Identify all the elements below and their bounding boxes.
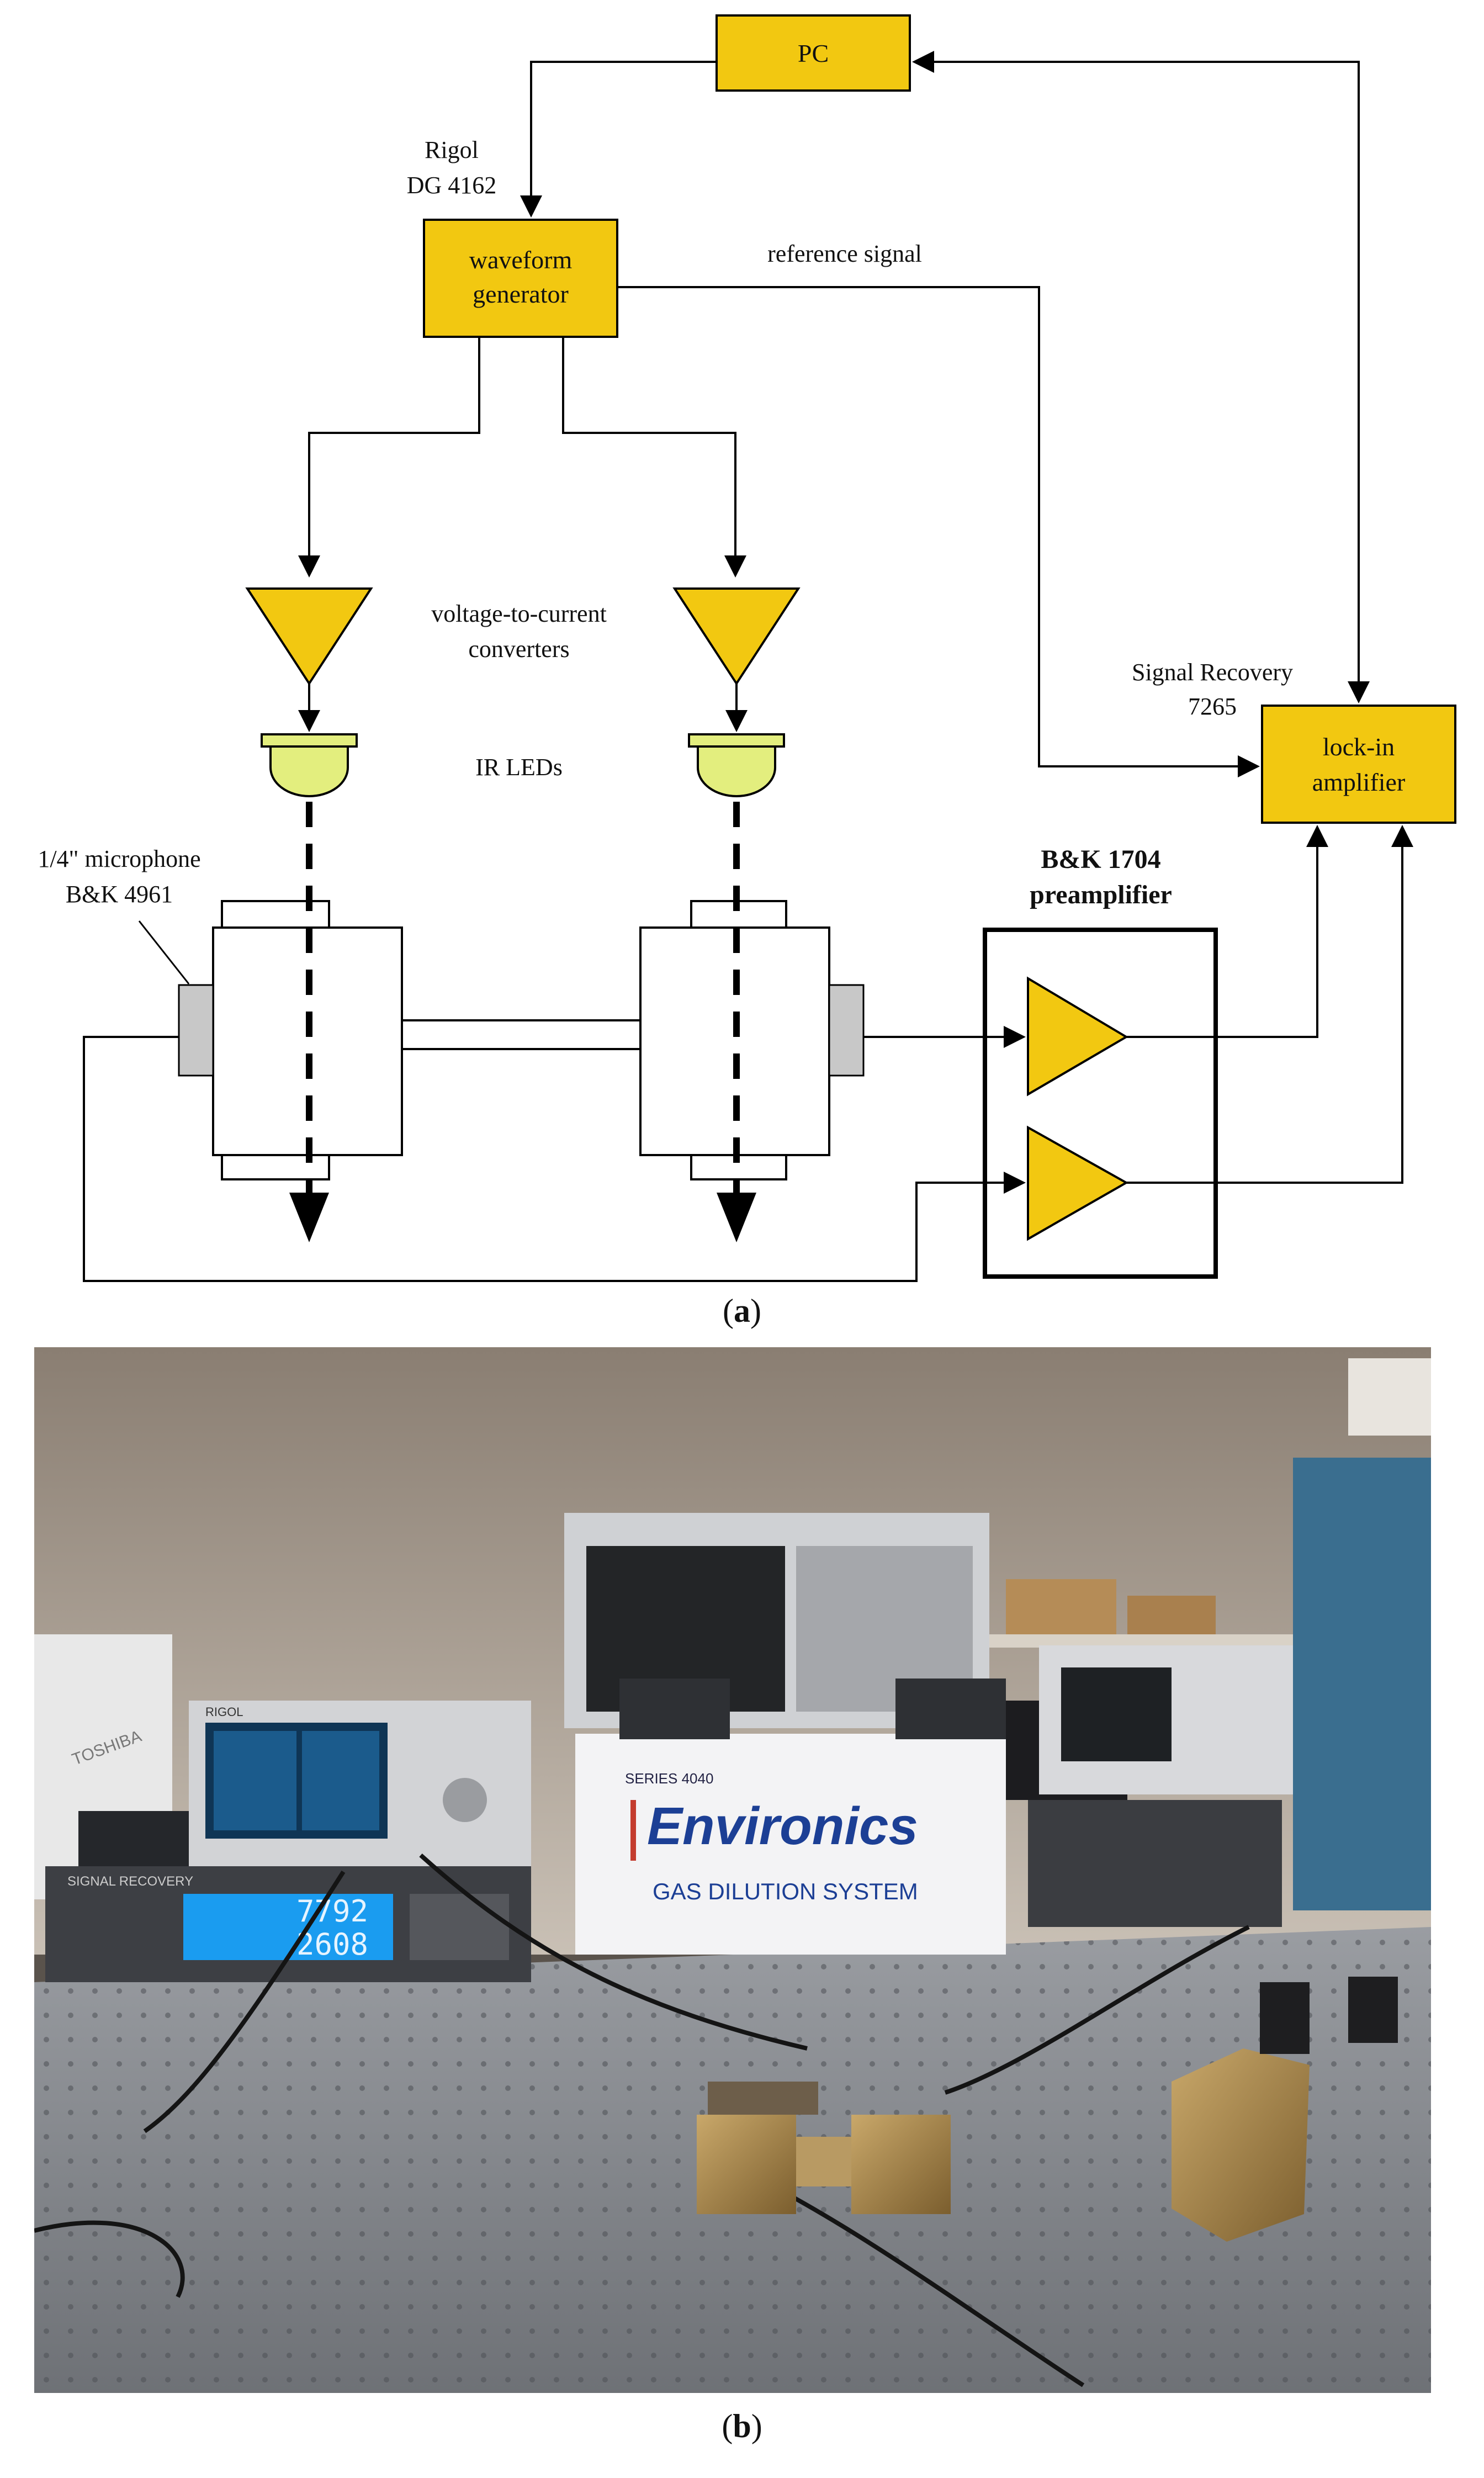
ir-led-left	[261, 733, 358, 797]
caption-b: (b)	[722, 2408, 762, 2444]
pc-lockin-link	[912, 51, 1370, 703]
converters-label-line1: voltage-to-current	[431, 600, 607, 627]
brass-block	[1172, 2048, 1310, 2242]
generator-label-line1: waveform	[469, 246, 573, 274]
leds-label: IR LEDs	[475, 754, 563, 781]
beam-right-arrowhead	[717, 1193, 756, 1242]
waveform-generator-instrument: RIGOL	[189, 1701, 531, 1866]
converter-left	[245, 587, 373, 686]
lab-setup-photo: TOSHIBA 7792 2608 SIGNAL RECOVERY RIGOL	[34, 1347, 1431, 2393]
reference-signal-line	[617, 286, 1260, 777]
generator-to-converters-lines	[298, 337, 746, 578]
lockin-model-line2: 7265	[1188, 693, 1237, 720]
preamp-channel-1	[1027, 976, 1128, 1097]
cell-connecting-tubes	[402, 1019, 640, 1050]
dilution-series: SERIES 4040	[625, 1770, 713, 1787]
generator-brand: RIGOL	[205, 1705, 243, 1719]
lockin-brand: SIGNAL RECOVERY	[67, 1874, 193, 1889]
generator-model-line2: DG 4162	[407, 172, 497, 199]
blue-cabinet	[1293, 1458, 1431, 1910]
lockin-model-line1: Signal Recovery	[1132, 659, 1293, 686]
lockin-readout-1: 7792	[296, 1894, 368, 1929]
microphone-leader-line	[138, 920, 190, 984]
preamplifier-box	[983, 928, 1218, 1279]
microphone-right	[828, 984, 865, 1077]
optical-mount	[1260, 1982, 1310, 2054]
power-supply	[1028, 1645, 1293, 1927]
dilution-system-label: GAS DILUTION SYSTEM	[653, 1878, 918, 1904]
caption-a: (a)	[723, 1293, 761, 1329]
microphone-label-line2: B&K 4961	[66, 881, 173, 908]
reference-signal-label: reference signal	[767, 240, 922, 267]
lockin-amplifier-box: lock-in amplifier	[1261, 705, 1456, 824]
cables	[34, 1854, 1250, 2387]
lockin-instrument: 7792 2608 SIGNAL RECOVERY	[45, 1866, 531, 1982]
lockin-label-line2: amplifier	[1312, 768, 1406, 796]
photoacoustic-cells	[697, 2082, 951, 2214]
microphone-label-line1: 1/4" microphone	[38, 845, 200, 872]
converters-label-line2: converters	[468, 636, 569, 663]
generator-model-line1: Rigol	[425, 136, 479, 163]
microphone-left	[178, 984, 214, 1077]
pc-to-generator-line	[520, 61, 717, 218]
lockin-readout-2: 2608	[296, 1927, 368, 1962]
gas-dilution-system: SERIES 4040 Environics GAS DILUTION SYST…	[575, 1679, 1006, 1955]
pc-box: PC	[716, 14, 911, 92]
ir-led-right	[688, 733, 785, 797]
converter-right	[672, 587, 801, 686]
lockin-label-line1: lock-in	[1323, 733, 1395, 761]
signal-wires	[83, 825, 1413, 1282]
pc-label: PC	[798, 39, 829, 67]
block-diagram: PC waveform generator Rigol DG 4162 lock…	[38, 14, 1456, 1282]
waveform-generator-box: waveform generator	[423, 219, 618, 338]
preamp-channel-2	[1027, 1125, 1129, 1241]
generator-label-line2: generator	[473, 280, 569, 308]
beam-left-arrowhead	[289, 1193, 329, 1242]
preamp-label-line1: B&K 1704	[1041, 845, 1160, 874]
ir-beams	[306, 802, 740, 1193]
preamp-label-line2: preamplifier	[1030, 880, 1172, 909]
dilution-brand: Environics	[647, 1797, 918, 1856]
